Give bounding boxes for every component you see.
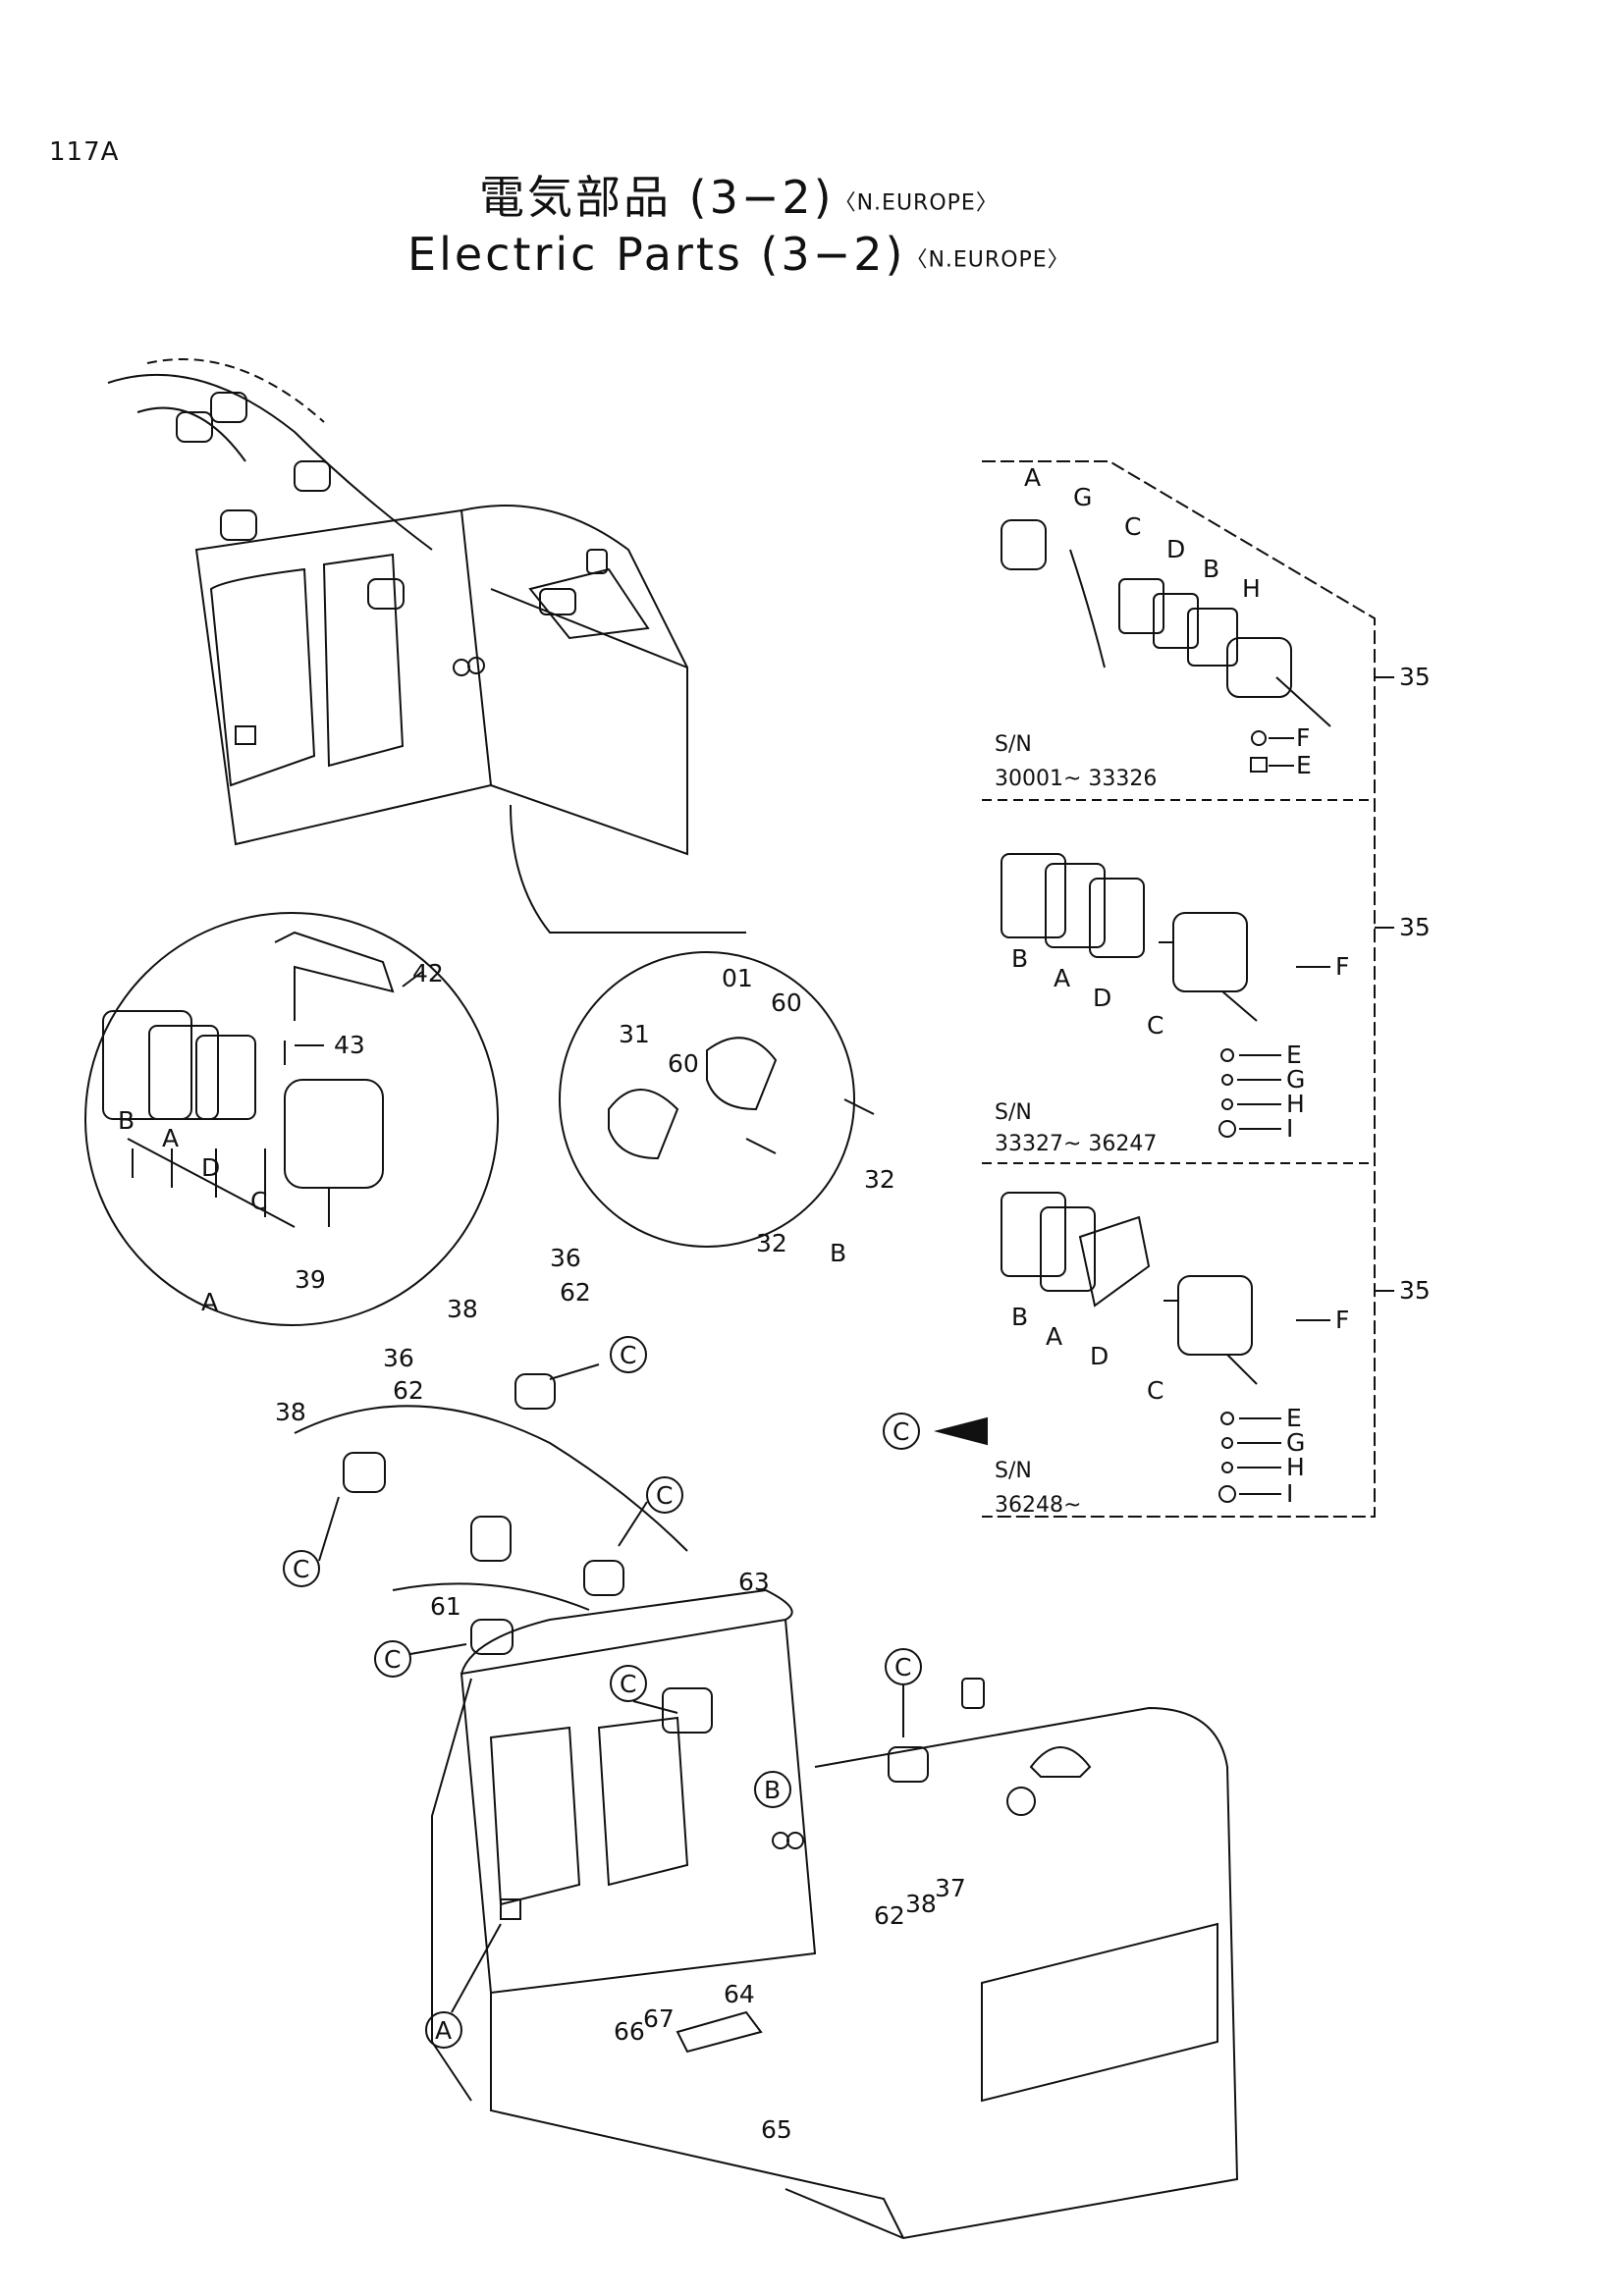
v3-sn-label: S/N (995, 1459, 1032, 1483)
v3-assembly: 35 (1399, 1276, 1431, 1305)
main-machine-drawing (294, 1373, 1239, 2240)
detail-view-b: 01 60 31 60 32 32 B (559, 951, 895, 1267)
page-title-english: Electric Parts (3−2)〈N.EUROPE〉 (407, 228, 1070, 281)
main-part-62-c: 62 (874, 1901, 905, 1930)
callout-c-4: C (384, 1645, 401, 1674)
main-part-38-c: 38 (905, 1890, 937, 1918)
v3-sn-range: 36248~ (995, 1493, 1081, 1518)
callout-c-2: C (656, 1481, 673, 1510)
detail-a-part-42: 42 (412, 959, 444, 988)
v1-comp-f: F (1296, 723, 1310, 752)
v1-sn-range: 30001~ 33326 (995, 767, 1157, 791)
v3-comp-a: A (1046, 1322, 1062, 1351)
main-part-36-a: 36 (550, 1244, 581, 1272)
main-part-labels: 36 62 38 36 62 38 61 63 62 38 37 64 66 6… (275, 1244, 966, 2144)
v2-comp-i: I (1286, 1114, 1293, 1143)
detail-a-part-43: 43 (334, 1031, 365, 1059)
v3-comp-i: I (1286, 1479, 1293, 1508)
v2-sn-label: S/N (995, 1100, 1032, 1125)
variant-3: B A D C F E G H I S/N 36248~ 35 (995, 1192, 1431, 1518)
detail-view-a: 42 43 39 B A D C A (84, 912, 499, 1326)
main-part-62-b: 62 (393, 1376, 424, 1405)
v3-comp-b: B (1011, 1303, 1028, 1331)
region-tag-jp: 〈N.EUROPE〉 (834, 190, 999, 216)
v2-comp-f: F (1335, 952, 1349, 981)
callout-c-5: C (620, 1670, 636, 1698)
main-part-38-b: 38 (275, 1398, 306, 1426)
overview-machine-drawing (107, 358, 746, 934)
page-title-japanese: 電気部品 (3−2)〈N.EUROPE〉 (479, 162, 999, 227)
detail-b-part-32-lower: 32 (756, 1229, 787, 1257)
main-part-67: 67 (643, 2004, 675, 2033)
v3-comp-d: D (1090, 1342, 1109, 1370)
variant-1: A G C D B H F E S/N 30001~ 33326 35 (995, 463, 1431, 791)
variant-panel: A G C D B H F E S/N 30001~ 33326 35 B A (982, 460, 1431, 1518)
variant-2: B A D C F E G H I S/N 33327~ 36247 35 (995, 853, 1431, 1156)
v2-comp-e: E (1286, 1041, 1302, 1069)
v1-comp-e: E (1296, 751, 1312, 779)
main-part-66: 66 (614, 2017, 645, 2046)
v3-comp-g: G (1286, 1428, 1305, 1457)
main-part-61: 61 (430, 1592, 461, 1621)
main-part-38-a: 38 (447, 1295, 478, 1323)
v2-comp-g: G (1286, 1065, 1305, 1094)
callout-a-main: A (435, 2016, 452, 2045)
detail-b-part-01: 01 (722, 964, 753, 992)
v2-comp-b: B (1011, 944, 1028, 973)
main-part-63: 63 (738, 1568, 770, 1596)
main-part-62-a: 62 (560, 1278, 591, 1307)
callout-c-pointer: C (883, 1413, 988, 1450)
v2-assembly: 35 (1399, 913, 1431, 941)
detail-b-part-60-upper: 60 (771, 988, 802, 1017)
page-number: 117A (49, 137, 120, 167)
callout-c-6: C (894, 1653, 911, 1682)
main-callouts: C C C C C C B A (283, 1336, 922, 2049)
title-en-text: Electric Parts (3−2) (407, 228, 906, 281)
v1-comp-a: A (1024, 463, 1041, 492)
detail-b-part-31: 31 (619, 1020, 650, 1048)
detail-b-part-60-lower: 60 (668, 1049, 699, 1078)
detail-a-letter: A (201, 1288, 218, 1316)
v2-sn-range: 33327~ 36247 (995, 1132, 1157, 1156)
title-jp-text: 電気部品 (3−2) (479, 171, 835, 224)
v2-comp-d: D (1093, 984, 1111, 1012)
v2-comp-h: H (1286, 1090, 1305, 1118)
v3-comp-e: E (1286, 1404, 1302, 1432)
callout-c-3: C (293, 1555, 309, 1583)
v1-sn-label: S/N (995, 732, 1032, 757)
main-part-65: 65 (761, 2115, 792, 2144)
v2-comp-c: C (1147, 1011, 1163, 1040)
v2-comp-a: A (1054, 964, 1070, 992)
detail-b-letter: B (830, 1239, 846, 1267)
detail-a-sub-a: A (162, 1124, 179, 1152)
v1-comp-h: H (1242, 574, 1261, 603)
callout-c-pointer-letter: C (893, 1417, 909, 1446)
v1-comp-c: C (1124, 512, 1141, 541)
detail-b-part-32-right: 32 (864, 1165, 895, 1194)
region-tag-en: 〈N.EUROPE〉 (905, 247, 1070, 273)
detail-a-sub-c: C (250, 1187, 267, 1215)
detail-a-sub-d: D (201, 1153, 220, 1182)
detail-a-part-39: 39 (295, 1265, 326, 1294)
v3-comp-c: C (1147, 1376, 1163, 1405)
v3-comp-f: F (1335, 1306, 1349, 1334)
v3-comp-h: H (1286, 1453, 1305, 1481)
callout-c-1: C (620, 1341, 636, 1369)
main-part-36-b: 36 (383, 1344, 414, 1372)
callout-b-main: B (764, 1776, 781, 1804)
v1-comp-g: G (1073, 483, 1092, 511)
detail-a-sub-b: B (118, 1106, 135, 1135)
v1-assembly: 35 (1399, 663, 1431, 691)
v1-comp-b: B (1203, 555, 1219, 583)
v1-comp-d: D (1166, 535, 1185, 563)
main-part-64: 64 (724, 1980, 755, 2008)
main-part-37: 37 (935, 1874, 966, 1902)
